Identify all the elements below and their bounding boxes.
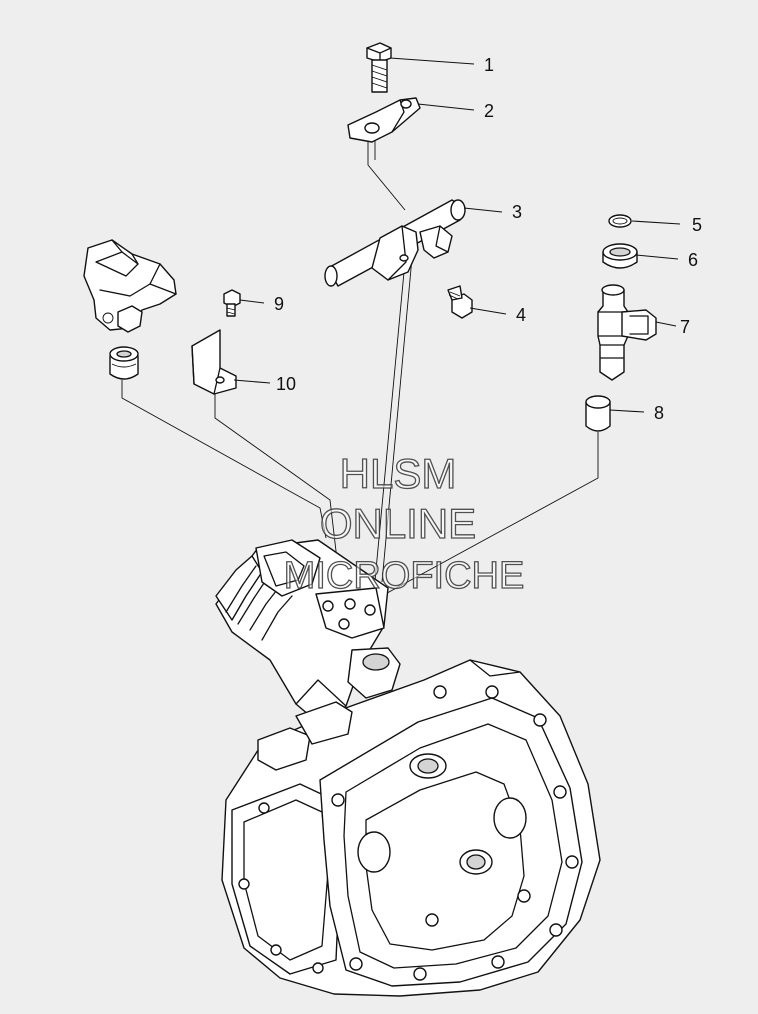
callout-1: 1 — [484, 55, 494, 75]
callout-6: 6 — [688, 250, 698, 270]
callout-8: 8 — [654, 403, 664, 423]
callout-5: 5 — [692, 215, 702, 235]
fuel-rail-part-3 — [324, 199, 466, 287]
o-ring-part-5 — [608, 214, 632, 228]
callout-2: 2 — [484, 101, 494, 121]
bolt-part-4 — [447, 285, 473, 319]
clip-bracket-part-10 — [191, 329, 237, 395]
watermark-line-hlsm: HLSM — [340, 450, 457, 497]
sleeve-part-8 — [585, 395, 611, 432]
seal-part-6 — [602, 243, 638, 269]
callout-labels: 1 2 3 4 5 6 7 8 9 10 — [274, 55, 702, 423]
grommet-part — [109, 346, 139, 380]
callout-4: 4 — [516, 305, 526, 325]
callout-leaders — [233, 57, 681, 413]
sensor-part — [83, 239, 177, 333]
callout-7: 7 — [680, 317, 690, 337]
bolt-part-1 — [366, 42, 392, 93]
screw-part-9 — [223, 289, 241, 317]
bracket-part-2 — [347, 97, 421, 143]
cylinder-head-part — [221, 659, 601, 997]
assembly-lines — [121, 115, 599, 656]
watermark: HLSM ONLINE MICROFICHE — [283, 449, 525, 597]
fuel-injector-part-7 — [597, 284, 657, 381]
callout-9: 9 — [274, 294, 284, 314]
callout-3: 3 — [512, 202, 522, 222]
callout-10: 10 — [276, 374, 296, 394]
watermark-line-online: ONLINE — [320, 500, 476, 547]
watermark-line-microfiche: MICROFICHE — [284, 555, 525, 597]
